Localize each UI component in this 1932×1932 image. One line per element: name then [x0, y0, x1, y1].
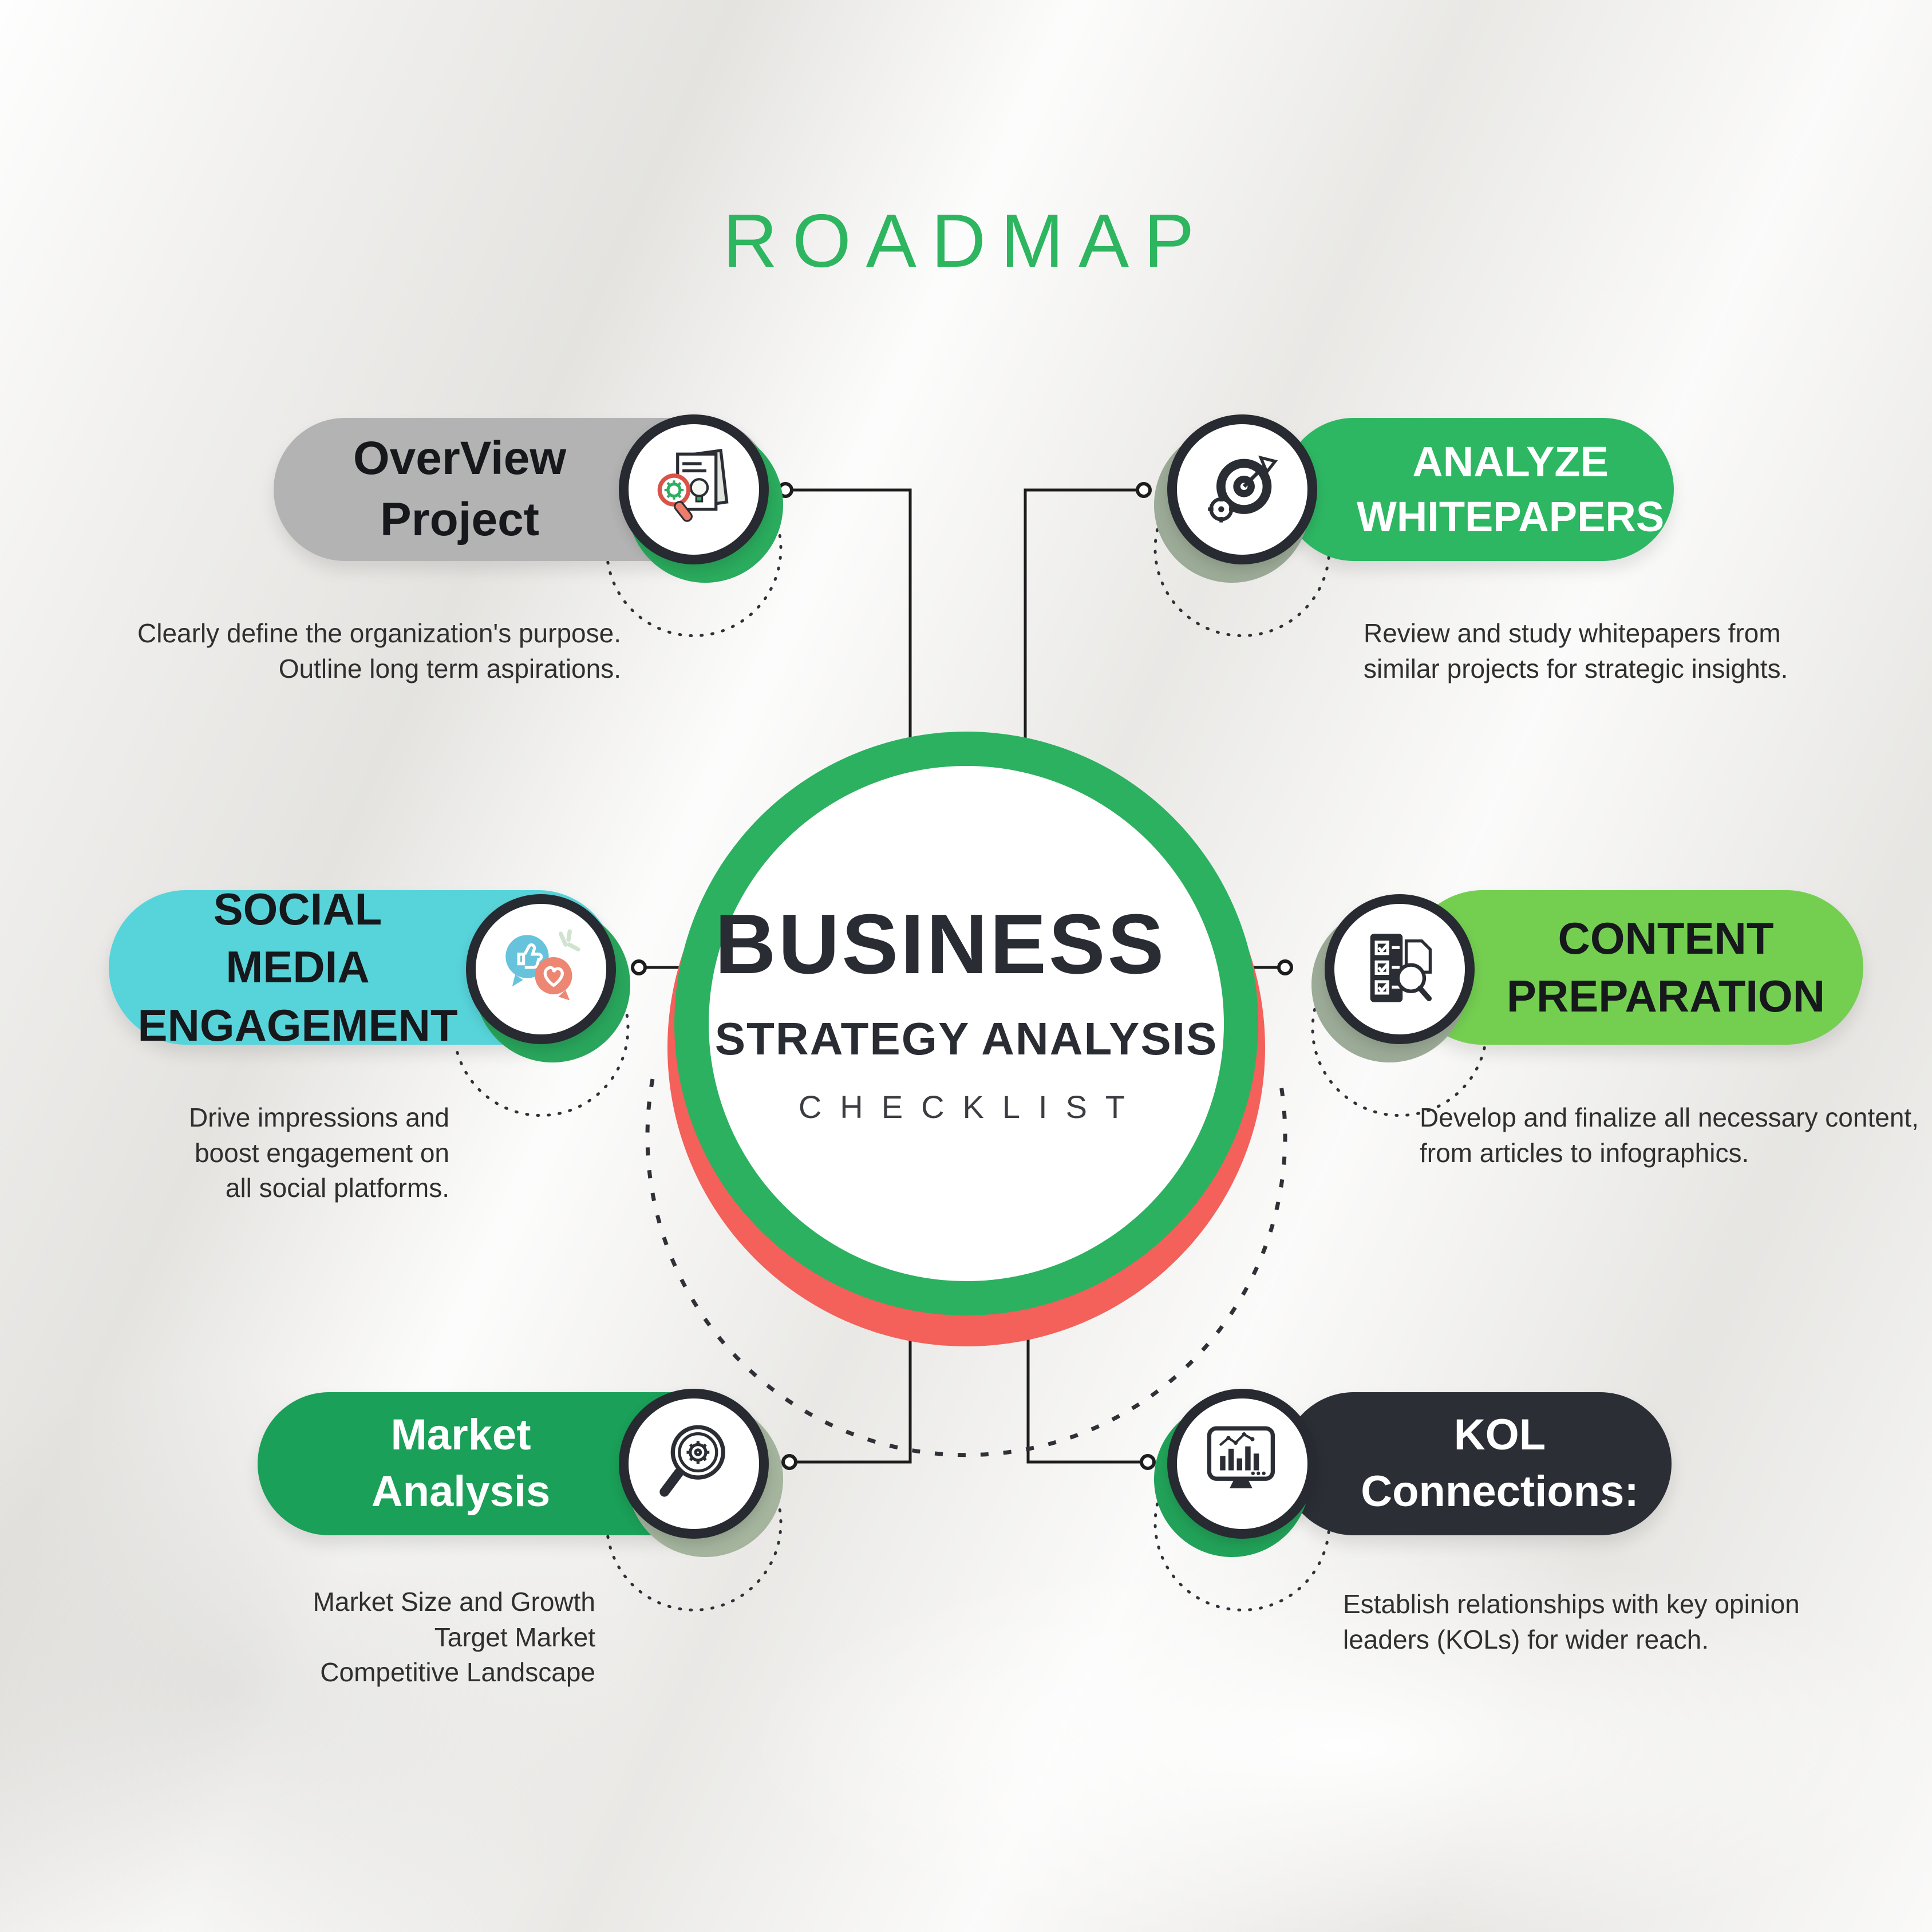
badge-kol-connections [1167, 1389, 1317, 1539]
pill-label: ANALYZE WHITEPAPERS [1357, 437, 1665, 540]
pill-label: SOCIAL MEDIA ENGAGEMENT [137, 883, 458, 1050]
node-description: Clearly define the organization's purpos… [137, 618, 621, 683]
node-description: Develop and finalize all necessary conte… [1420, 1103, 1919, 1168]
magnifier-gear-icon [659, 1425, 725, 1497]
checklist-magnifier-icon [1370, 934, 1432, 1002]
connector-endpoint-rings [631, 482, 1293, 1470]
badge-content-preparation [1325, 894, 1475, 1044]
pill-analyze-whitepapers: ANALYZE WHITEPAPERS [1282, 418, 1674, 561]
node-description: Market Size and Growth Target Market Com… [313, 1587, 595, 1688]
documents-lightbulb-magnifier-icon [657, 448, 729, 522]
dotted-arcs [452, 517, 1488, 1611]
pill-content-preparation: CONTENT PREPARATION [1405, 890, 1863, 1045]
node-description: Review and study whitepapers from simila… [1364, 618, 1788, 683]
badge-market-analysis [619, 1389, 769, 1539]
center-subtitle: STRATEGY ANALYSIS [714, 1013, 1218, 1064]
center-title: BUSINESS [714, 896, 1167, 991]
target-arrow-icon [1208, 455, 1278, 523]
social-bubbles-icon [505, 929, 580, 1001]
monitor-chart-icon [1207, 1426, 1275, 1488]
center-circle-white [709, 766, 1224, 1281]
pill-label: Market Analysis [371, 1411, 551, 1516]
center-caption: CHECKLIST [798, 1088, 1144, 1125]
pill-kol-connections: KOL Connections: [1282, 1392, 1672, 1535]
badge-analyze-whitepapers [1167, 414, 1317, 564]
center-text: BUSINESS STRATEGY ANALYSIS CHECKLIST [680, 766, 1253, 1281]
background-highlight [744, 1546, 1932, 1932]
pill-label: CONTENT PREPARATION [1506, 912, 1826, 1021]
pill-label: OverView Project [353, 432, 567, 546]
pill-label: KOL Connections: [1361, 1411, 1639, 1516]
page-title: ROADMAP [722, 199, 1210, 283]
badge-overview-project [619, 414, 769, 564]
node-description: Drive impressions and boost engagement o… [188, 1103, 449, 1203]
badge-social-media-engagement [466, 894, 616, 1044]
node-description: Establish relationships with key opinion… [1343, 1589, 1800, 1654]
